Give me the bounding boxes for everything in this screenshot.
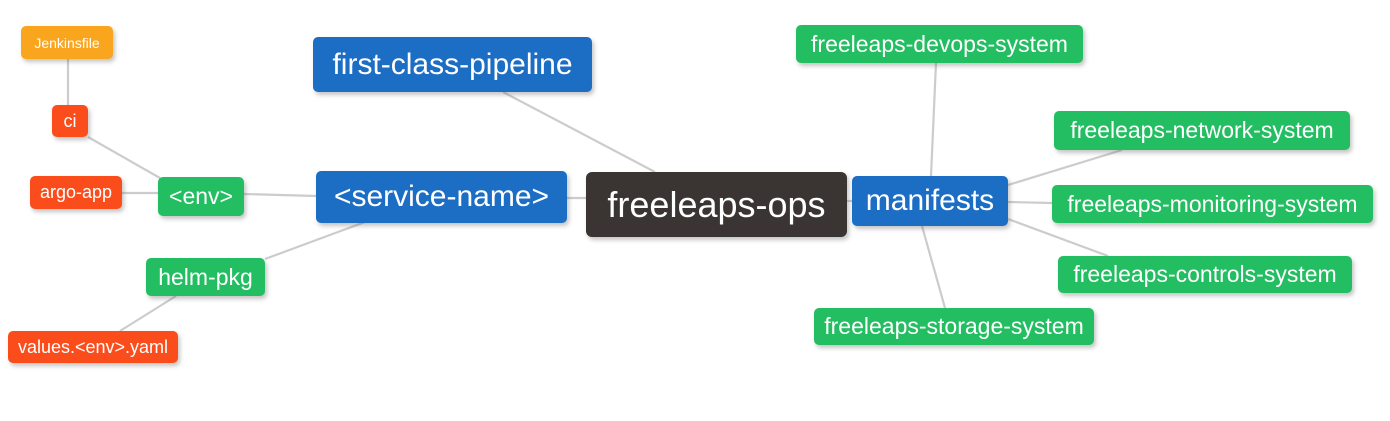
- node-argo-app[interactable]: argo-app: [30, 176, 122, 209]
- node-manifests[interactable]: manifests: [852, 176, 1008, 226]
- connector-ci-env: [87, 136, 161, 179]
- node-freeleaps-storage-system[interactable]: freeleaps-storage-system: [814, 308, 1094, 345]
- connector-values-helm-pkg: [119, 295, 177, 332]
- connector-devops-manifests: [929, 62, 938, 177]
- node-env[interactable]: <env>: [158, 177, 244, 216]
- node-freeleaps-ops-root[interactable]: freeleaps-ops: [586, 172, 847, 237]
- node-values-env-yaml[interactable]: values.<env>.yaml: [8, 331, 178, 363]
- connector-env-service-name: [243, 192, 317, 198]
- connector-manifests-monitoring: [1007, 200, 1053, 205]
- node-first-class-pipeline[interactable]: first-class-pipeline: [313, 37, 592, 92]
- node-service-name[interactable]: <service-name>: [316, 171, 567, 223]
- node-ci[interactable]: ci: [52, 105, 88, 137]
- connector-pipeline-root: [502, 91, 656, 173]
- node-helm-pkg[interactable]: helm-pkg: [146, 258, 265, 296]
- connector-manifests-network: [1007, 148, 1123, 187]
- node-freeleaps-controls-system[interactable]: freeleaps-controls-system: [1058, 256, 1352, 293]
- connector-manifests-controls: [1007, 217, 1109, 258]
- connector-helm-pkg-service-name: [264, 220, 366, 261]
- node-freeleaps-monitoring-system[interactable]: freeleaps-monitoring-system: [1052, 185, 1373, 223]
- node-freeleaps-network-system[interactable]: freeleaps-network-system: [1054, 111, 1350, 150]
- node-jenkinsfile[interactable]: Jenkinsfile: [21, 26, 113, 59]
- node-freeleaps-devops-system[interactable]: freeleaps-devops-system: [796, 25, 1083, 63]
- connector-manifests-storage: [920, 225, 947, 309]
